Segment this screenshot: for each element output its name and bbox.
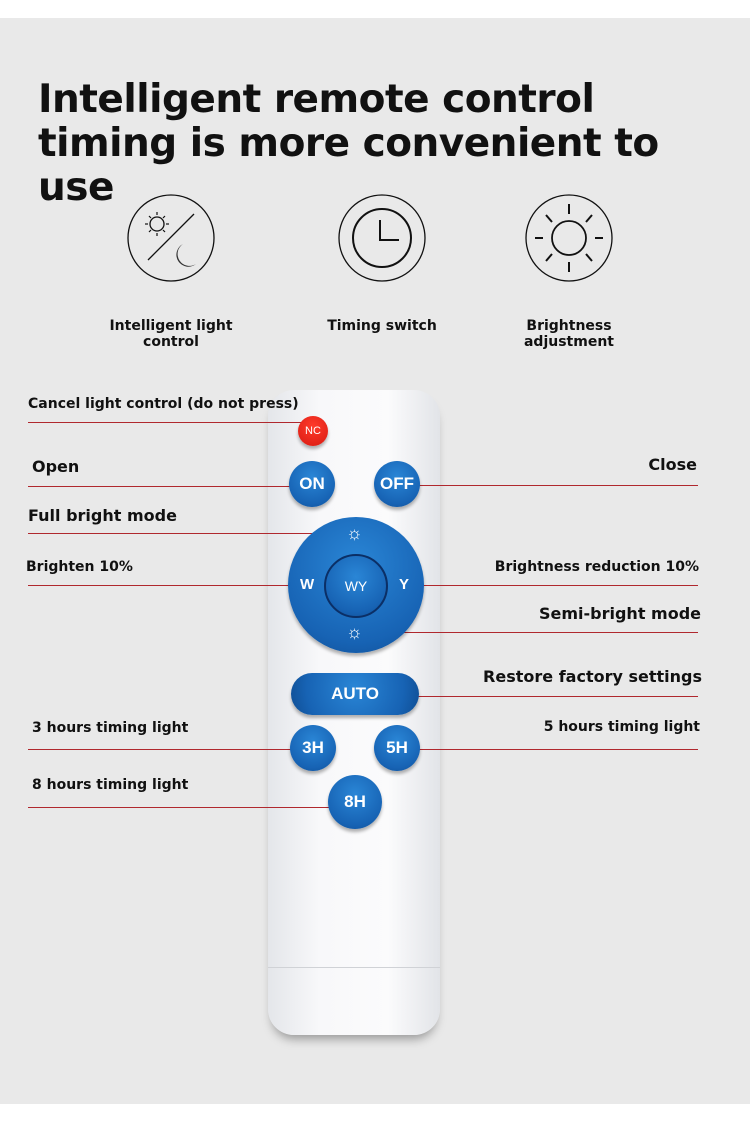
- full-bright-icon[interactable]: ☼: [346, 523, 363, 543]
- callout-open: Open: [32, 457, 80, 476]
- 5h-button[interactable]: 5H: [374, 725, 420, 771]
- 3h-button[interactable]: 3H: [290, 725, 336, 771]
- feature-intelligent-light: Intelligent light control: [81, 194, 261, 350]
- callout-line: [404, 585, 698, 586]
- callout-line: [398, 749, 698, 750]
- callout-full-bright: Full bright mode: [28, 506, 177, 525]
- feature-label: Intelligent light control: [109, 318, 233, 350]
- remote-seam: [268, 967, 440, 968]
- callout-line: [368, 696, 698, 697]
- callout-line: [28, 422, 313, 423]
- callout-semi-bright: Semi-bright mode: [538, 604, 701, 623]
- callout-cancel: Cancel light control (do not press): [28, 396, 299, 412]
- callout-close: Close: [648, 455, 697, 474]
- callout-line: [352, 632, 698, 633]
- feature-brightness: Brightness adjustment: [479, 194, 659, 350]
- page-title: Intelligent remote control timing is mor…: [38, 77, 659, 210]
- sun-icon: [525, 194, 613, 282]
- callout-line: [28, 749, 310, 750]
- w-button[interactable]: W: [300, 576, 315, 593]
- callout-line: [28, 486, 313, 487]
- on-button[interactable]: ON: [289, 461, 335, 507]
- callout-line: [28, 585, 311, 586]
- 8h-button[interactable]: 8H: [328, 775, 382, 829]
- off-button[interactable]: OFF: [374, 461, 420, 507]
- callout-8h: 8 hours timing light: [32, 777, 189, 793]
- callout-line: [400, 485, 698, 486]
- callout-line: [28, 533, 356, 534]
- feature-label: Brightness adjustment: [523, 318, 614, 350]
- auto-button[interactable]: AUTO: [291, 673, 419, 715]
- callout-5h: 5 hours timing light: [543, 719, 700, 735]
- feature-timing-switch: Timing switch: [292, 194, 472, 334]
- nc-button[interactable]: NC: [298, 416, 328, 446]
- clock-icon: [338, 194, 426, 282]
- callout-3h: 3 hours timing light: [32, 720, 189, 736]
- callout-line: [28, 807, 362, 808]
- semi-bright-icon[interactable]: ☼: [346, 622, 363, 642]
- callout-reduce: Brightness reduction 10%: [494, 559, 699, 575]
- feature-label: Timing switch: [327, 318, 437, 334]
- y-button[interactable]: Y: [399, 576, 410, 593]
- callout-restore: Restore factory settings: [483, 667, 702, 686]
- sun-moon-icon: [127, 194, 215, 282]
- wy-button[interactable]: WY: [324, 554, 388, 618]
- callout-brighten: Brighten 10%: [26, 559, 133, 575]
